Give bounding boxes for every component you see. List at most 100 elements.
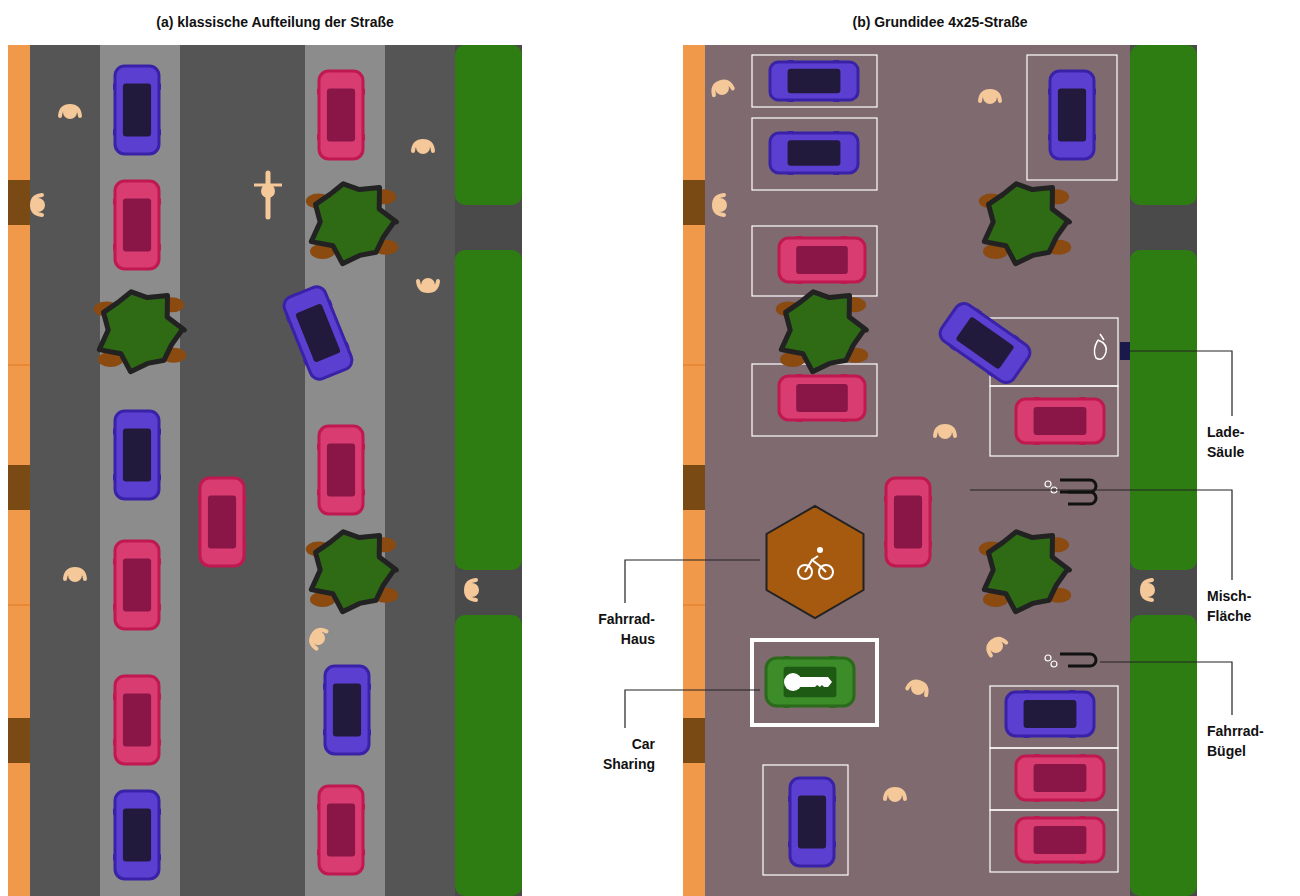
bike-icon [817,547,823,553]
drawing-part [327,444,355,497]
leader-line [625,560,760,603]
car [113,791,161,879]
drawing-part [158,694,161,700]
shared-space [705,45,1130,896]
drawing-part [8,365,30,366]
drawing-part [115,181,159,269]
drawing-part [796,374,802,377]
drawing-part [884,496,887,502]
drawing-part [113,854,116,860]
drawing-part [790,778,834,866]
drawing-part [158,84,161,90]
house-door [8,180,30,225]
drawing-part [784,667,837,698]
drawing-part [243,541,246,547]
drawing-part [788,69,841,93]
drawing-part [158,854,161,860]
house-door [683,718,705,763]
car [766,656,854,708]
drawing-part [158,809,161,815]
drawing-part [788,99,794,102]
drawing-part [319,71,363,159]
drawing-part [1034,826,1087,854]
drawing-part [115,791,159,879]
drawing-part [68,568,82,582]
drawing-part [115,411,159,499]
leader-line [970,490,1232,580]
drawing-part [929,541,932,547]
drawing-part [311,184,396,264]
callout-label: Fahrrad- Bügel [1207,721,1269,761]
key-icon [784,673,802,691]
callout-label: Car Sharing [593,734,655,774]
car [323,666,371,754]
drawing-part [99,292,184,372]
drawing-part [317,489,320,495]
car [317,71,365,159]
car [113,676,161,764]
drawing-part [416,140,430,154]
drawing-part [286,316,291,323]
drawing-part [1048,134,1051,140]
front-garden [455,615,522,896]
drawing-part [788,841,791,847]
leader-line [1130,351,1232,416]
drawing-part [115,541,159,629]
drawing-part [113,694,116,700]
parking-bay [990,810,1118,872]
drawing-part [113,809,116,815]
drawing-part [327,804,355,857]
drawing-part [158,129,161,135]
drawing-part [833,172,839,175]
drawing-part [1016,818,1104,862]
drawing-part [796,236,802,239]
drawing-part [319,786,363,874]
car [279,283,356,383]
panel-title: (a) klassische Aufteilung der Straße [156,12,394,32]
key-icon [800,677,832,687]
driveway [455,45,522,896]
drawing-part [1050,71,1094,159]
drawing-part [123,199,151,252]
parking-bay [752,118,877,190]
tree [306,532,398,612]
drawing-part [158,604,161,610]
drawing-part [1051,661,1057,667]
charging-post [1120,342,1130,360]
drawing-part [929,496,932,502]
drawing-part [683,365,705,366]
drawing-part [158,559,161,565]
drawing-part [788,172,794,175]
car [935,298,1035,388]
drawing-part [1034,397,1040,400]
drawing-part [955,316,1014,369]
drawing-part [1034,407,1087,435]
pedestrian [710,78,734,98]
car [1016,816,1104,864]
drawing-part [987,371,994,377]
car [1006,690,1094,738]
front-garden [455,250,522,570]
drawing-part [308,628,327,647]
drawing-part [788,140,841,166]
drawing-part [1048,89,1051,95]
drawing-part [796,246,848,274]
pedestrian [418,278,438,292]
drawing-part [1016,756,1104,800]
pedestrian [307,626,329,650]
pedestrian [980,90,1000,104]
drawing-part [261,184,275,198]
car [884,478,932,566]
drawing-part [295,303,341,363]
drawing-part [198,541,201,547]
drawing-part [158,244,161,250]
drawing-part [796,419,802,422]
drawing-part [327,89,355,142]
pedestrian [906,678,930,698]
leader-line [1100,662,1232,715]
car [1048,71,1096,159]
callout-label: Lade- Säule [1207,422,1269,462]
drawing-part [31,198,45,212]
pedestrian [413,140,433,154]
drawing-part [784,705,790,708]
